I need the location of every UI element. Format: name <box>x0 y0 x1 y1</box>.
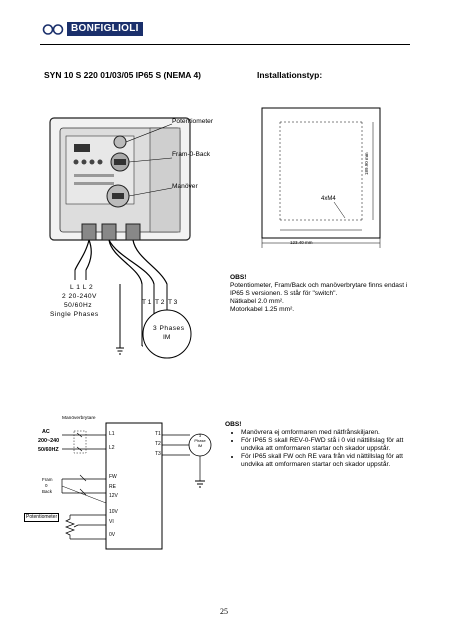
brand-logo: BONFIGLIOLI <box>42 22 143 36</box>
obs-kabel-1: Nätkabel 2.0 mm². <box>230 298 284 305</box>
schematic-motor-im: IM <box>197 443 203 448</box>
header-rule <box>40 44 410 45</box>
mount-height: 189.90 mm <box>364 152 369 175</box>
schematic-fram-0-back: Fram 0 Back <box>42 477 53 495</box>
brand-name: BONFIGLIOLI <box>67 22 143 36</box>
schematic-potentiometer: Potentiometer <box>24 513 60 522</box>
schematic-manoverbrytare: Manöverbrytare <box>62 416 96 421</box>
schematic-t3: T3 <box>155 451 161 457</box>
schematic-l1: L1 <box>109 431 115 437</box>
schematic-motor-3: 3 <box>198 433 202 438</box>
schematic-voltage: 200~240 <box>38 438 60 444</box>
schematic-10v: 10V <box>109 509 118 515</box>
schematic-t2: T2 <box>155 441 161 447</box>
drive-illustration <box>49 117 192 359</box>
schematic-fram: Fram <box>42 477 53 482</box>
schematic-motor: 3 Phase IM <box>192 433 208 448</box>
obs-list: Manövrera ej omformaren med nätfrånskilj… <box>225 429 415 469</box>
obs-kabel-2: Motorkabel 1.25 mm². <box>230 306 295 313</box>
motor-phases: 3 Phases <box>153 325 185 332</box>
mount-holes: 4xM4 <box>321 196 336 202</box>
schematic-0v: 0V <box>109 532 116 538</box>
obs-note-2: OBS! Manövrera ej omformaren med nätfrån… <box>225 421 415 469</box>
obs-title-2: OBS! <box>225 421 242 428</box>
obs-item: För IP65 S skall REV-0-FWD stå i 0 vid n… <box>241 437 415 453</box>
schematic-12v: 12V <box>109 493 118 499</box>
schematic-re: RE <box>109 484 116 490</box>
model-title: SYN 10 S 220 01/03/05 IP65 S (NEMA 4) <box>44 70 202 80</box>
label-potentiometer: Potentiometer <box>172 118 214 125</box>
supply-l1: L 1 <box>70 284 81 291</box>
supply-voltage: 2 20-240V <box>62 293 97 300</box>
supply-l2: L 2 <box>82 284 94 291</box>
motor-t1: T 1 <box>142 299 152 306</box>
page-number: 25 <box>220 607 228 616</box>
mount-width: 123.40 mm <box>290 240 313 245</box>
obs-item: För IP65 skall FW och RE vara från vid n… <box>241 453 415 469</box>
wiring-schematic <box>61 422 212 550</box>
schematic-frequency: 50/60HZ <box>38 447 59 453</box>
schematic-l2: L2 <box>109 445 115 451</box>
schematic-vi: VI <box>109 519 114 525</box>
motor-t3: T 3 <box>167 299 178 306</box>
obs-text-1: Potentiometer, Fram/Back och manöverbryt… <box>230 282 408 297</box>
schematic-motor-phase: Phase <box>194 438 206 443</box>
logo-rings-icon <box>42 23 64 35</box>
motor-type: IM <box>163 334 171 341</box>
obs-note-1: OBS! Potentiometer, Fram/Back och manöve… <box>230 274 408 314</box>
schematic-fw: FW <box>109 474 117 480</box>
obs-item: Manövrera ej omformaren med nätfrånskilj… <box>241 429 415 437</box>
obs-title-1: OBS! <box>230 274 247 281</box>
label-fram-0-back: Fram-0-Back <box>172 151 211 158</box>
schematic-zero: 0 <box>45 483 48 488</box>
install-title: Installationstyp: <box>257 70 323 80</box>
label-manover: Manöver <box>172 183 198 190</box>
supply-frequency: 50/60Hz <box>64 302 93 309</box>
schematic-back: Back <box>42 489 53 494</box>
mounting-drawing <box>261 107 381 248</box>
motor-t2: T 2 <box>154 299 165 306</box>
schematic-ac: AC <box>42 429 50 435</box>
supply-phase: Single Phases <box>50 311 99 318</box>
schematic-t1: T1 <box>155 431 161 437</box>
